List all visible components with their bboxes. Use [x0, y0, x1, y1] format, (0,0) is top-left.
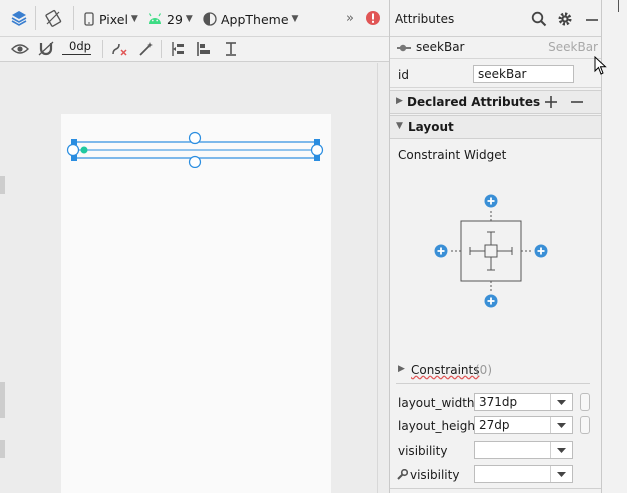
- mouse-cursor-icon: [594, 56, 607, 75]
- device-label: Pixel: [99, 11, 128, 27]
- panel-header: Attributes: [390, 0, 602, 37]
- layout-height-value: 27dp: [479, 418, 510, 432]
- clear-constraints-icon[interactable]: [109, 39, 129, 59]
- visibility-combo[interactable]: [474, 441, 573, 459]
- android-icon: [148, 13, 162, 24]
- add-end-constraint-icon: [534, 244, 548, 258]
- api-label: 29: [167, 11, 183, 27]
- layout-editor: Pixel ▼ 29 ▼ AppTheme ▼ »: [0, 0, 389, 493]
- layout-height-row: layout_height 27dp: [390, 415, 602, 437]
- dropdown-arrow-icon[interactable]: [550, 466, 572, 482]
- collapse-icon: ▼: [396, 121, 403, 131]
- chevron-down-icon: ▼: [291, 14, 299, 24]
- constraint-toolbar: 0dp: [0, 37, 389, 62]
- theme-selector[interactable]: AppTheme ▼: [203, 7, 298, 31]
- visibility-row: visibility: [390, 440, 602, 462]
- layout-width-row: layout_width 371dp: [390, 392, 602, 414]
- layout-width-value: 371dp: [479, 395, 518, 409]
- magnet-off-icon[interactable]: [36, 39, 56, 59]
- layout-height-combo[interactable]: 27dp: [474, 416, 573, 434]
- gear-icon[interactable]: [555, 9, 575, 29]
- default-margin-selector[interactable]: 0dp: [62, 37, 91, 55]
- add-top-constraint-icon: [484, 194, 498, 208]
- constraints-row[interactable]: ▶ Constraints (0): [390, 360, 602, 380]
- constraint-widget[interactable]: [430, 190, 552, 312]
- remove-attribute-icon[interactable]: [567, 92, 587, 112]
- overflow-icon[interactable]: »: [346, 10, 354, 26]
- theme-icon: [203, 12, 217, 26]
- error-icon[interactable]: [363, 8, 383, 28]
- guidelines-icon[interactable]: [221, 39, 241, 59]
- expand-icon: ▶: [398, 364, 405, 374]
- dropdown-arrow-icon[interactable]: [550, 394, 572, 410]
- declared-attributes-label: Declared Attributes: [407, 95, 541, 109]
- right-tool-strip: [594, 0, 627, 493]
- dropdown-arrow-icon[interactable]: [550, 417, 572, 433]
- attributes-panel: Attributes seekBar SeekBar id see: [389, 0, 602, 493]
- layers-icon[interactable]: [9, 8, 29, 28]
- visibility-label: visibility: [398, 444, 448, 458]
- layout-label: Layout: [408, 120, 454, 134]
- minimize-icon[interactable]: [582, 9, 602, 29]
- wrench-icon: [397, 469, 408, 480]
- dropdown-arrow-icon[interactable]: [550, 442, 572, 458]
- component-row: seekBar SeekBar: [390, 37, 602, 59]
- orientation-icon[interactable]: [43, 8, 63, 28]
- id-field[interactable]: seekBar: [473, 65, 574, 83]
- layout-width-resource-button[interactable]: [580, 393, 590, 411]
- device-selector[interactable]: Pixel ▼: [84, 7, 138, 31]
- infer-constraints-icon[interactable]: [136, 39, 156, 59]
- chevron-down-icon: ▼: [185, 14, 193, 24]
- pack-icon[interactable]: [168, 39, 188, 59]
- declared-attributes-section[interactable]: ▶ Declared Attributes: [390, 90, 602, 114]
- add-start-constraint-icon: [434, 244, 448, 258]
- layout-height-label: layout_height: [398, 419, 480, 433]
- constraints-count: (0): [475, 363, 492, 377]
- tools-visibility-label: visibility: [410, 468, 460, 482]
- expand-icon: ▶: [396, 96, 403, 106]
- seekbar-icon: [397, 44, 411, 52]
- tools-visibility-row: visibility: [390, 464, 602, 486]
- panel-title: Attributes: [395, 12, 455, 26]
- component-name: seekBar: [416, 40, 465, 54]
- search-icon[interactable]: [529, 9, 549, 29]
- theme-label: AppTheme: [221, 11, 289, 27]
- layout-width-combo[interactable]: 371dp: [474, 393, 573, 411]
- seekbar-selection[interactable]: [62, 130, 330, 168]
- id-row: id seekBar: [390, 60, 602, 88]
- constraint-widget-label: Constraint Widget: [398, 148, 507, 162]
- add-bottom-constraint-icon: [484, 294, 498, 308]
- margin-label: 0dp: [69, 38, 91, 53]
- canvas-scrollbar[interactable]: [377, 63, 378, 493]
- device-screen: [61, 114, 331, 493]
- add-attribute-icon[interactable]: [541, 92, 561, 112]
- chevron-down-icon: ▼: [130, 14, 138, 24]
- design-toolbar: Pixel ▼ 29 ▼ AppTheme ▼ »: [0, 0, 389, 37]
- layout-section[interactable]: ▼ Layout: [390, 115, 602, 139]
- align-icon[interactable]: [194, 39, 214, 59]
- component-type: SeekBar: [548, 40, 598, 54]
- eye-icon[interactable]: [10, 39, 30, 59]
- layout-width-label: layout_width: [398, 396, 475, 410]
- tools-visibility-combo[interactable]: [474, 465, 573, 483]
- layout-height-resource-button[interactable]: [580, 416, 590, 434]
- id-label: id: [398, 68, 409, 82]
- constraints-label: Constraints: [411, 363, 480, 377]
- phone-icon: [84, 12, 94, 26]
- api-level-selector[interactable]: 29 ▼: [148, 7, 193, 31]
